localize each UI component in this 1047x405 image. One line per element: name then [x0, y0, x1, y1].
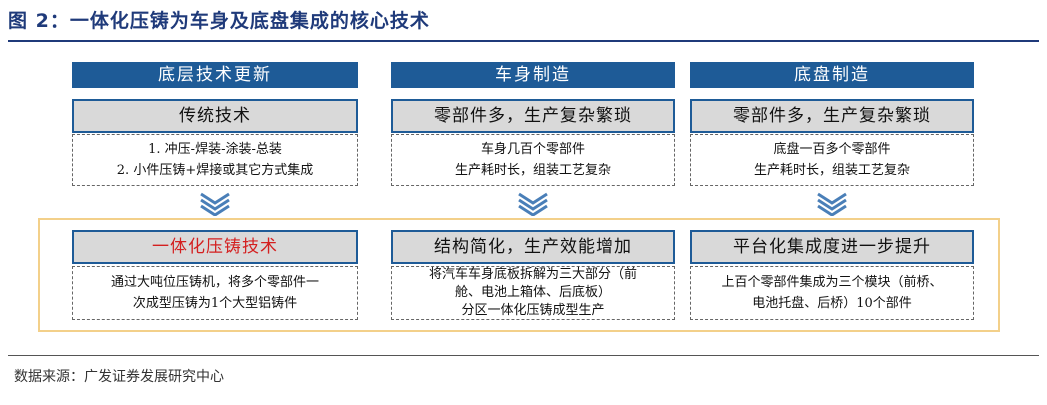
chevron-down-icon [817, 192, 847, 216]
description-line: 1. 冲压-焊装-涂装-总装 [148, 142, 282, 157]
source-note: 数据来源：广发证券发展研究中心 [14, 369, 224, 385]
description-line: 生产耗时长，组装工艺复杂 [753, 163, 910, 178]
body-problem-label: 零部件多，生产复杂繁琐 [391, 99, 675, 133]
description-line: 电池托盘、后桥）10个部件 [752, 296, 912, 311]
traditional-tech-description: 1. 冲压-焊装-涂装-总装 2. 小件压铸+焊接或其它方式集成 [72, 134, 358, 186]
chevron-down-icon [518, 192, 548, 216]
description-line: 分区一体化压铸成型生产 [461, 303, 605, 318]
traditional-tech-label: 传统技术 [72, 99, 358, 133]
description-line: 底盘一百多个零部件 [773, 142, 891, 157]
figure-title: 图 2：一体化压铸为车身及底盘集成的核心技术 [8, 10, 430, 32]
column-header-chassis: 底盘制造 [690, 62, 974, 88]
chassis-benefit-description: 上百个零部件集成为三个模块（前桥、 电池托盘、后桥）10个部件 [690, 266, 974, 320]
integrated-casting-label: 一体化压铸技术 [72, 230, 358, 264]
description-line: 舱、电池上箱体、后底板） [454, 285, 611, 300]
description-line: 次成型压铸为1个大型铝铸件 [132, 296, 298, 311]
description-line: 2. 小件压铸+焊接或其它方式集成 [116, 163, 314, 178]
highlight-frame [38, 218, 1000, 332]
description-line: 生产耗时长，组装工艺复杂 [454, 163, 611, 178]
chassis-problem-description: 底盘一百多个零部件 生产耗时长，组装工艺复杂 [690, 134, 974, 186]
description-line: 将汽车车身底板拆解为三大部分（前 [428, 267, 637, 282]
chevron-down-icon [200, 192, 230, 216]
body-benefit-description: 将汽车车身底板拆解为三大部分（前 舱、电池上箱体、后底板） 分区一体化压铸成型生… [391, 266, 675, 320]
column-header-body: 车身制造 [391, 62, 675, 88]
description-line: 车身几百个零部件 [480, 142, 585, 157]
chassis-problem-label: 零部件多，生产复杂繁琐 [690, 99, 974, 133]
column-header-foundation: 底层技术更新 [72, 62, 358, 88]
description-line: 上百个零部件集成为三个模块（前桥、 [721, 275, 943, 290]
footer-divider [8, 355, 1039, 356]
integrated-casting-description: 通过大吨位压铸机，将多个零部件一 次成型压铸为1个大型铝铸件 [72, 266, 358, 320]
title-divider [8, 40, 1039, 42]
chassis-benefit-label: 平台化集成度进一步提升 [690, 230, 974, 264]
description-line: 通过大吨位压铸机，将多个零部件一 [110, 275, 319, 290]
body-benefit-label: 结构简化，生产效能增加 [391, 230, 675, 264]
body-problem-description: 车身几百个零部件 生产耗时长，组装工艺复杂 [391, 134, 675, 186]
